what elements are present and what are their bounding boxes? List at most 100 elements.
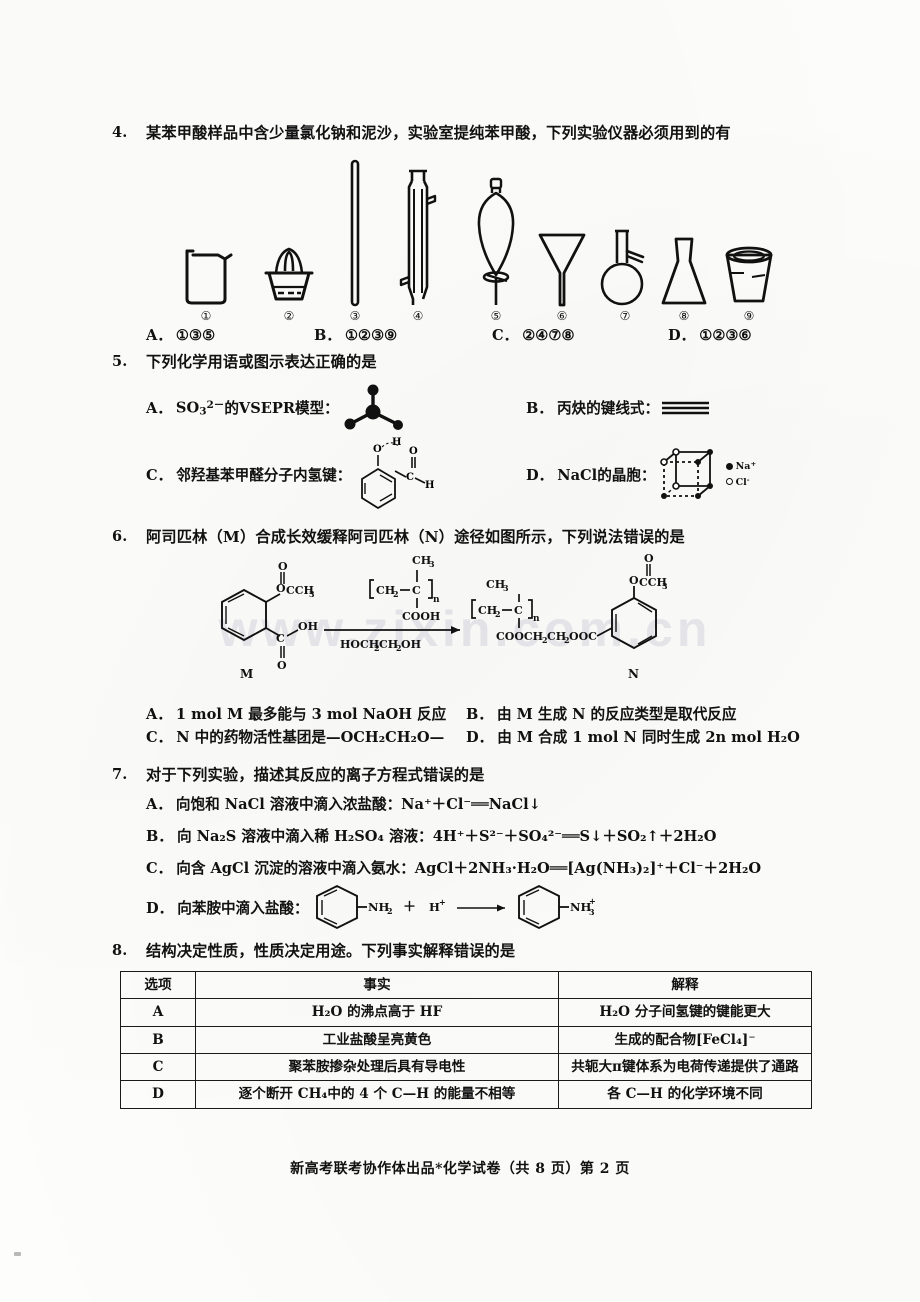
row-explanation-a: H₂O 分子间氢键的键能更大 [558, 998, 812, 1027]
svg-text:2: 2 [393, 589, 399, 599]
vsepr-model-figure [339, 382, 409, 434]
svg-text:OH: OH [401, 638, 421, 651]
apparatus-item-6: ⑥ [536, 157, 588, 322]
q6-option-b[interactable]: B．由 M 生成 N 的反应类型是取代反应 [466, 706, 737, 724]
svg-text:M: M [240, 667, 253, 681]
q7-option-a[interactable]: A．向饱和 NaCl 溶液中滴入浓盐酸：Na⁺＋Cl⁻══NaCl↓ [146, 796, 541, 814]
evaporating-dish-icon [722, 157, 776, 307]
question-4-header: 4. 某苯甲酸样品中含少量氯化钠和泥沙，实验室提纯苯甲酸，下列实验仪器必须用到的… [112, 122, 812, 145]
distilling-flask-icon [599, 157, 651, 307]
q5-option-d[interactable]: D． NaCl的晶胞： [526, 444, 756, 506]
question-8-stem: 结构决定性质，性质决定用途。下列事实解释错误的是 [146, 942, 516, 961]
apparatus-item-2: ② [260, 157, 318, 322]
q7-option-b[interactable]: B．向 Na₂S 溶液中滴入稀 H₂SO₄ 溶液：4H⁺＋S²⁻＋SO₄²⁻══… [146, 828, 717, 846]
erlenmeyer-flask-icon [659, 157, 709, 307]
svg-text:C: C [514, 604, 523, 617]
row-explanation-d: 各 C—H 的化学环境不同 [558, 1080, 812, 1109]
propyne-skeletal-figure [659, 396, 713, 420]
svg-text:HOCH: HOCH [340, 638, 379, 651]
table-row[interactable]: A H₂O 的沸点高于 HF H₂O 分子间氢键的键能更大 [120, 998, 812, 1027]
nacl-legend: Na+ Cl- [725, 459, 756, 489]
row-fact-a: H₂O 的沸点高于 HF [195, 998, 559, 1027]
row-fact-d: 逐个断开 CH₄中的 4 个 C—H 的能量不相等 [195, 1080, 559, 1109]
nacl-unit-cell-figure [656, 444, 724, 506]
q4-answer-d[interactable]: D．①②③⑥ [668, 326, 752, 344]
question-8: 8. 结构决定性质，性质决定用途。下列事实解释错误的是 选项 事实 解释 A H… [112, 940, 812, 1109]
apparatus-number-9: ⑨ [743, 308, 755, 323]
table-row[interactable]: B 工业盐酸呈亮黄色 生成的配合物[FeCl₄]⁻ [120, 1025, 812, 1055]
facts-explanations-table: 选项 事实 解释 A H₂O 的沸点高于 HF H₂O 分子间氢键的键能更大 B… [120, 971, 812, 1109]
question-4-stem: 某苯甲酸样品中含少量氯化钠和泥沙，实验室提纯苯甲酸，下列实验仪器必须用到的有 [146, 124, 731, 142]
svg-text:O: O [278, 560, 288, 573]
svg-text:+: + [589, 896, 596, 906]
q5-option-c[interactable]: C． 邻羟基苯甲醛分子内氢键： O H O C H [146, 436, 526, 514]
page-footer: 新高考联考协作体出品*化学试卷（共 8 页）第 2 页 [290, 1161, 630, 1177]
svg-text:O: O [629, 574, 639, 587]
question-7-option-b-row: B．向 Na₂S 溶液中滴入稀 H₂SO₄ 溶液：4H⁺＋S²⁻＋SO₄²⁻══… [146, 826, 812, 849]
q4-answer-a[interactable]: A．①③⑤ [146, 326, 216, 344]
question-7-header: 7. 对于下列实验，描述其反应的离子方程式错误的是 [112, 764, 812, 787]
svg-text:2: 2 [396, 643, 402, 653]
q6-option-d[interactable]: D．由 M 合成 1 mol N 同时生成 2n mol H₂O [466, 729, 800, 746]
svg-text:O: O [373, 444, 382, 455]
svg-text:O: O [276, 582, 286, 595]
apparatus-number-2: ② [283, 308, 295, 323]
question-7: 7. 对于下列实验，描述其反应的离子方程式错误的是 A．向饱和 NaCl 溶液中… [112, 764, 812, 935]
question-7-option-a-row: A．向饱和 NaCl 溶液中滴入浓盐酸：Na⁺＋Cl⁻══NaCl↓ [146, 794, 812, 817]
q4-answer-c[interactable]: C．②④⑦⑧ [492, 326, 575, 344]
question-7-option-c-row: C．向含 AgCl 沉淀的溶液中滴入氨水：AgCl＋2NH₃·H₂O══[Ag(… [146, 858, 812, 881]
svg-text:H: H [429, 900, 440, 914]
table-row[interactable]: C 聚苯胺掺杂处理后具有导电性 共轭大π键体系为电荷传递提供了通路 [120, 1053, 812, 1082]
svg-text:CCH: CCH [639, 576, 667, 589]
svg-text:O: O [644, 552, 654, 565]
svg-text:CH: CH [412, 554, 431, 567]
beaker-icon [178, 157, 234, 307]
question-7-option-d-row: D． 向苯胺中滴入盐酸： NH 2 [146, 880, 812, 934]
svg-text:N: N [628, 667, 639, 681]
aniline-protonation-figure: NH 2 ＋ H + [309, 882, 609, 932]
svg-text:CH: CH [547, 630, 566, 643]
question-5-row-cd: C． 邻羟基苯甲醛分子内氢键： O H O C H [146, 436, 812, 514]
svg-text:3: 3 [429, 559, 435, 569]
row-option-d: D [120, 1080, 196, 1109]
question-5: 5. 下列化学用语或图示表达正确的是 A． SO32－ 的VSEPR模型： [112, 351, 812, 514]
table-row[interactable]: D 逐个断开 CH₄中的 4 个 C—H 的能量不相等 各 C—H 的化学环境不… [120, 1080, 812, 1109]
svg-text:2: 2 [387, 906, 393, 916]
row-fact-b: 工业盐酸呈亮黄色 [195, 1025, 559, 1055]
scan-artifact [14, 1252, 21, 1256]
q7-option-c[interactable]: C．向含 AgCl 沉淀的溶液中滴入氨水：AgCl＋2NH₃·H₂O══[Ag(… [146, 859, 762, 877]
apparatus-number-4: ④ [412, 308, 424, 323]
svg-text:n: n [533, 614, 540, 624]
question-6-header: 6. 阿司匹林（M）合成长效缓释阿司匹林（N）途径如图所示，下列说法错误的是 [112, 526, 812, 549]
question-6: 6. 阿司匹林（M）合成长效缓释阿司匹林（N）途径如图所示，下列说法错误的是 O [112, 526, 812, 750]
apparatus-item-5: ⑤ [474, 157, 518, 322]
apparatus-item-8: ⑧ [659, 157, 709, 322]
question-6-stem: 阿司匹林（M）合成长效缓释阿司匹林（N）途径如图所示，下列说法错误的是 [146, 527, 685, 546]
q6-option-c[interactable]: C．N 中的药物活性基团是—OCH₂CH₂O— [146, 729, 445, 746]
reaction-scheme-svg: O O CCH 3 C O OH M [221, 552, 668, 681]
q5-option-a[interactable]: A． SO32－ 的VSEPR模型： [146, 382, 526, 434]
row-option-b: B [120, 1025, 196, 1055]
table-header-explanation: 解释 [558, 971, 812, 1000]
apparatus-number-6: ⑥ [556, 308, 568, 323]
q5-option-b[interactable]: B． 丙炔的键线式： [526, 396, 713, 420]
svg-text:3: 3 [662, 581, 668, 591]
q4-answer-b[interactable]: B．①②③⑨ [314, 326, 398, 344]
question-8-header: 8. 结构决定性质，性质决定用途。下列事实解释错误的是 [112, 940, 812, 963]
page-content: 4. 某苯甲酸样品中含少量氯化钠和泥沙，实验室提纯苯甲酸，下列实验仪器必须用到的… [112, 122, 812, 1115]
svg-text:2: 2 [495, 609, 501, 619]
q5-option-a-formula: SO32－ [175, 399, 225, 418]
q6-option-a[interactable]: A．1 mol M 最多能与 3 mol NaOH 反应 [146, 706, 447, 724]
svg-text:NH: NH [368, 900, 390, 914]
svg-text:CH: CH [486, 578, 505, 591]
separating-funnel-icon [474, 157, 518, 307]
svg-text:CH: CH [379, 638, 398, 651]
row-explanation-b: 生成的配合物[FeCl₄]⁻ [558, 1025, 812, 1055]
svg-text:CCH: CCH [286, 584, 314, 597]
question-6-number: 6. [112, 527, 128, 545]
svg-text:3: 3 [589, 907, 595, 917]
svg-text:COOCH: COOCH [496, 630, 543, 643]
svg-text:3: 3 [309, 589, 315, 599]
svg-text:CH: CH [478, 604, 497, 617]
crucible-with-tongs-icon [260, 157, 318, 307]
